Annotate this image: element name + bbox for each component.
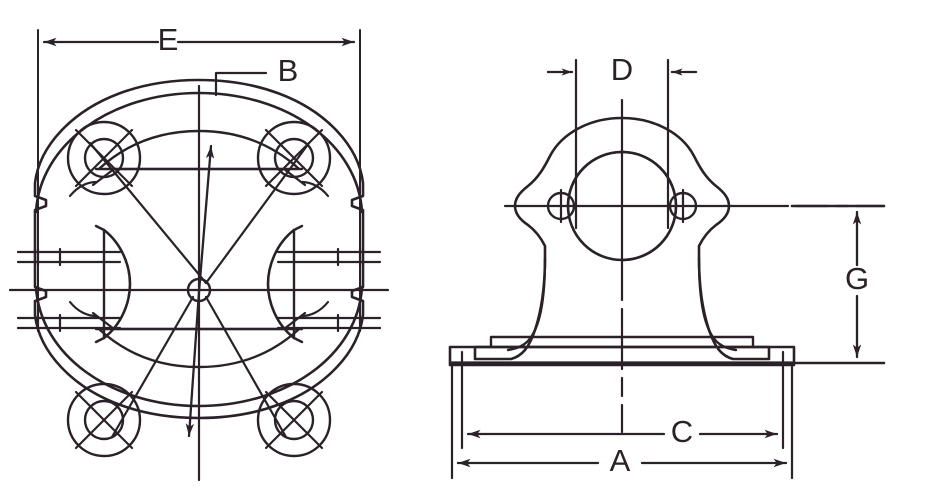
bearing-bore-right-edge bbox=[292, 224, 304, 344]
bolt-hole-crosshair-b bbox=[264, 128, 324, 188]
dim-B-arrow-down bbox=[185, 290, 201, 438]
dimension-C bbox=[460, 350, 785, 450]
snap-ring-groove-right-lower bbox=[276, 313, 382, 333]
dimension-D bbox=[546, 58, 698, 230]
bolt-hole-counterbore bbox=[256, 120, 332, 196]
fillet-bottom-left bbox=[68, 300, 98, 318]
bolt-hole-top-left bbox=[66, 120, 142, 196]
front-view bbox=[8, 29, 390, 482]
dimension-label-C: C bbox=[671, 414, 693, 449]
fillet-bottom-right bbox=[300, 300, 330, 318]
dimension-E bbox=[37, 29, 361, 331]
pedestal-flare-right bbox=[697, 256, 738, 352]
bolt-hole-counterbore bbox=[66, 120, 142, 196]
snap-ring-groove-left-lower bbox=[16, 313, 122, 333]
snap-ring-groove-left-upper bbox=[16, 247, 122, 267]
side-view bbox=[448, 58, 886, 480]
bolt-hole-bore bbox=[273, 399, 315, 441]
bearing-bore-left-edge bbox=[94, 224, 106, 344]
fillet-top-left bbox=[68, 180, 98, 198]
bolt-hole-crosshair-b bbox=[74, 128, 134, 188]
dimension-label-A: A bbox=[610, 443, 631, 478]
dimension-A bbox=[450, 361, 794, 480]
bolt-hole-bottom-right bbox=[256, 382, 332, 458]
fillet-top-right bbox=[300, 180, 330, 198]
dimension-label-G: G bbox=[845, 261, 869, 296]
dim-B-extension-b bbox=[204, 141, 311, 285]
dim-B-arrow-up bbox=[197, 144, 215, 294]
bearing-bore-left bbox=[102, 228, 132, 340]
dim-B-extension-a bbox=[88, 141, 208, 285]
bolt-hole-bottom-left bbox=[66, 382, 142, 458]
bearing-bore-right bbox=[266, 228, 296, 340]
bolt-hole-counterbore bbox=[256, 382, 332, 458]
dim-B-extension-d bbox=[204, 295, 288, 439]
bolt-hole-top-right bbox=[256, 120, 332, 196]
pedestal-flare-left bbox=[506, 256, 547, 352]
dim-B-leader bbox=[214, 71, 268, 97]
bolt-hole-bore bbox=[273, 137, 315, 179]
dimension-label-E: E bbox=[158, 22, 179, 57]
dimension-B bbox=[88, 71, 311, 439]
dimension-G bbox=[790, 204, 886, 365]
dimension-label-D: D bbox=[611, 52, 633, 87]
bolt-hole-crosshair-b bbox=[264, 390, 324, 450]
yoke-head-inner-contour bbox=[566, 150, 678, 262]
snap-ring-groove-right-upper bbox=[276, 247, 382, 267]
dimension-label-B: B bbox=[278, 53, 299, 88]
bolt-hole-crosshair-b bbox=[74, 390, 134, 450]
bolt-hole-counterbore bbox=[66, 382, 142, 458]
bolt-hole-bore bbox=[83, 137, 125, 179]
dim-B-extension-c bbox=[110, 295, 195, 439]
